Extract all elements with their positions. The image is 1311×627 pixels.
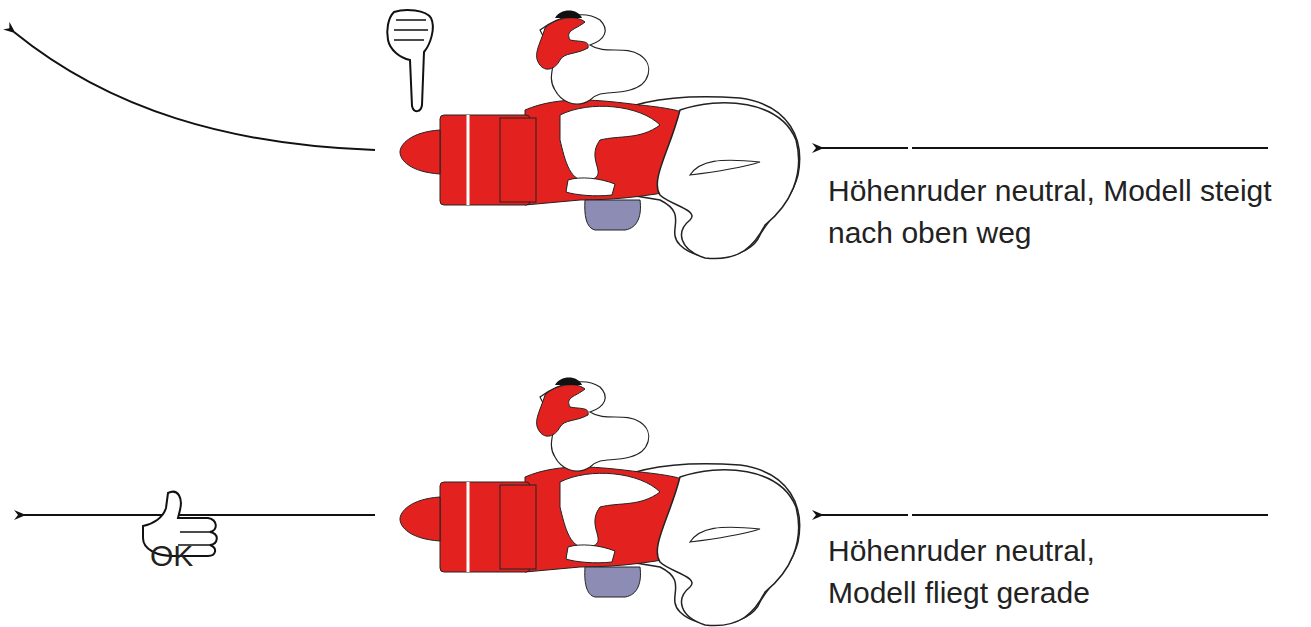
model-plane xyxy=(400,378,800,626)
climb-arrow xyxy=(14,32,375,150)
model-plane xyxy=(400,11,800,259)
airflow-arrow xyxy=(822,514,1268,516)
airflow-arrow xyxy=(822,147,1268,149)
thumb-down-hand xyxy=(387,10,433,111)
note-text: Höhenruder neutral, Modell steigt nach o… xyxy=(828,170,1298,254)
straight-arrow xyxy=(24,514,375,516)
note-text: Höhenruder neutral, Modell fliegt gerade xyxy=(828,530,1168,614)
ok-text: OK xyxy=(150,535,193,577)
